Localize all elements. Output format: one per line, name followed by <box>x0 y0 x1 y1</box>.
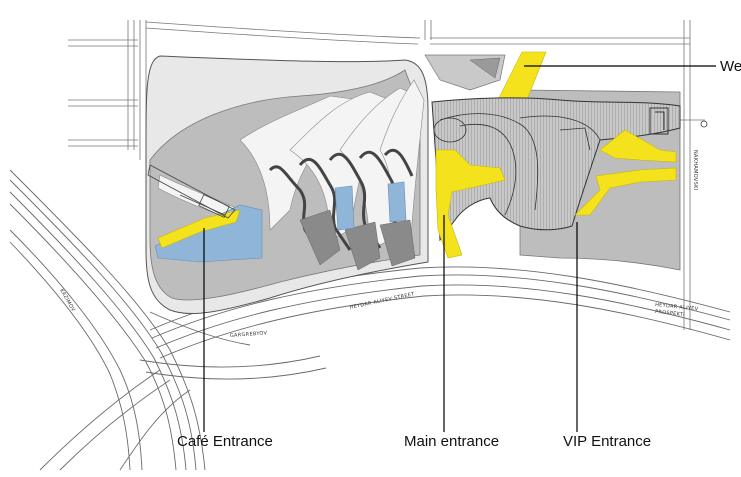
street-label-gargrebyov: GARGREBYOV <box>230 330 268 339</box>
west-entrance-label: We <box>720 58 741 75</box>
main-building <box>431 97 681 242</box>
east-kiosk <box>649 107 669 135</box>
cafe-entrance-label: Café Entrance <box>177 433 273 450</box>
street-grid-left <box>68 20 147 160</box>
vip-entrance-zone <box>574 167 677 216</box>
main-entrance-zone <box>435 149 506 259</box>
vip-entrance-label: VIP Entrance <box>563 433 652 450</box>
diagonal-roads <box>9 169 206 471</box>
building-folds <box>433 113 601 216</box>
street-label-prospekti-2: PROSPEKTI <box>655 309 685 318</box>
street-grid-top <box>145 20 705 330</box>
main-entrance-label: Main entrance <box>404 433 500 450</box>
north-plaza-shadow <box>469 57 501 79</box>
street-label-prospekti-1: HEYDAR ALIYEV <box>655 302 699 313</box>
cafe-building <box>147 164 236 219</box>
street-label-right-road: NAKHAMOVSKI <box>692 150 698 190</box>
vip-entrance-zone-2 <box>599 129 677 163</box>
callout-leaders <box>203 65 716 432</box>
east-marker <box>700 120 708 128</box>
landform-shadows <box>299 209 416 271</box>
cafe-entrance-zone <box>157 209 241 249</box>
